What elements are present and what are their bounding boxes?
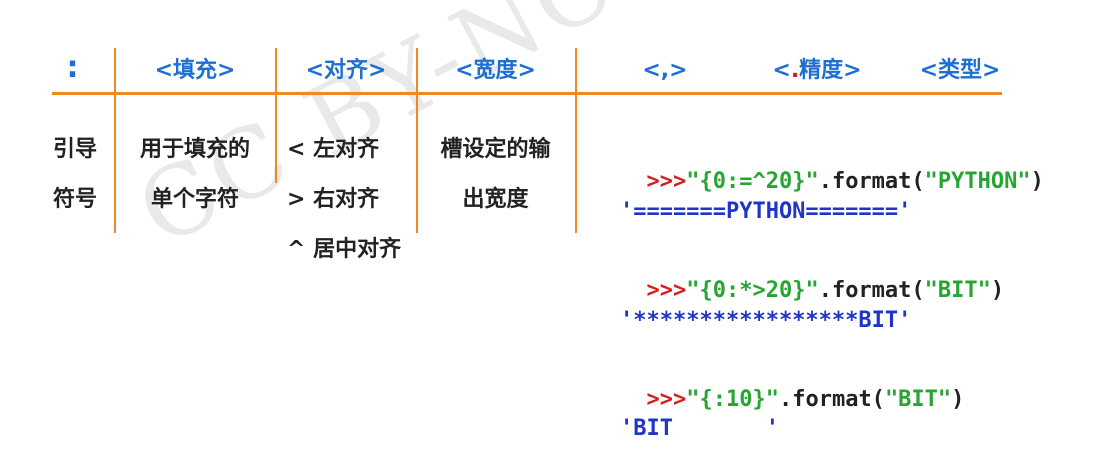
format-string: "{0:=^20}" bbox=[686, 169, 819, 194]
format-string: "{0:*>20}" bbox=[686, 278, 819, 303]
format-arg: "BIT" bbox=[884, 387, 952, 412]
format-call: .format( bbox=[818, 169, 925, 194]
header-comma: <,> bbox=[642, 58, 688, 83]
desc-fill: 用于填充的 单个字符 bbox=[116, 125, 274, 225]
desc-align: < 左对齐 > 右对齐 ^ 居中对齐 bbox=[287, 125, 427, 275]
divider-4 bbox=[575, 48, 577, 233]
header-precision: <.精度> bbox=[752, 50, 882, 92]
format-arg: "BIT" bbox=[924, 278, 991, 303]
code-output-2: '*****************BIT' bbox=[620, 308, 912, 333]
header-colon: : bbox=[66, 50, 79, 85]
desc-align-line: ^ 居中对齐 bbox=[287, 237, 402, 262]
desc-colon-line: 符号 bbox=[52, 187, 97, 212]
format-close: ) bbox=[1030, 169, 1044, 194]
desc-fill-line: 用于填充的 bbox=[139, 137, 250, 162]
format-string: "{:10}" bbox=[686, 387, 779, 412]
desc-width-line: 出宽度 bbox=[462, 187, 529, 212]
header-precision-open: < bbox=[772, 58, 791, 83]
header-precision-rest: 精度> bbox=[799, 58, 862, 83]
header-align: <对齐> bbox=[305, 58, 387, 83]
divider-3 bbox=[416, 48, 418, 233]
code-line-3: >>>"{:10}".format("BIT") bbox=[620, 362, 965, 412]
format-arg: "PYTHON" bbox=[924, 169, 1031, 194]
desc-align-line: > 右对齐 bbox=[287, 187, 380, 212]
code-line-2: >>>"{0:*>20}".format("BIT") bbox=[620, 253, 1005, 303]
desc-fill-line: 单个字符 bbox=[150, 187, 239, 212]
prompt: >>> bbox=[646, 278, 687, 303]
format-close: ) bbox=[951, 387, 965, 412]
header-width: <宽度> bbox=[455, 58, 536, 83]
divider-1 bbox=[114, 48, 116, 233]
header-precision-dot: . bbox=[790, 58, 800, 83]
header-fill: <填充> bbox=[154, 58, 236, 83]
desc-width-line: 槽设定的输 bbox=[440, 137, 551, 162]
prompt: >>> bbox=[646, 169, 687, 194]
divider-2 bbox=[275, 48, 277, 183]
desc-colon-line: 引导 bbox=[52, 137, 97, 162]
format-close: ) bbox=[990, 278, 1005, 303]
header-type: <类型> bbox=[919, 58, 1001, 83]
prompt: >>> bbox=[646, 387, 687, 412]
desc-width: 槽设定的输 出宽度 bbox=[418, 125, 573, 225]
code-output-3: 'BIT ' bbox=[620, 416, 779, 441]
code-line-1: >>>"{0:=^20}".format("PYTHON") bbox=[620, 144, 1044, 194]
format-call: .format( bbox=[778, 387, 885, 412]
header-rule bbox=[52, 92, 1002, 95]
desc-colon: 引导 符号 bbox=[40, 125, 110, 225]
code-output-1: '=======PYTHON=======' bbox=[620, 199, 912, 224]
desc-align-line: < 左对齐 bbox=[287, 137, 380, 162]
format-call: .format( bbox=[818, 278, 925, 303]
